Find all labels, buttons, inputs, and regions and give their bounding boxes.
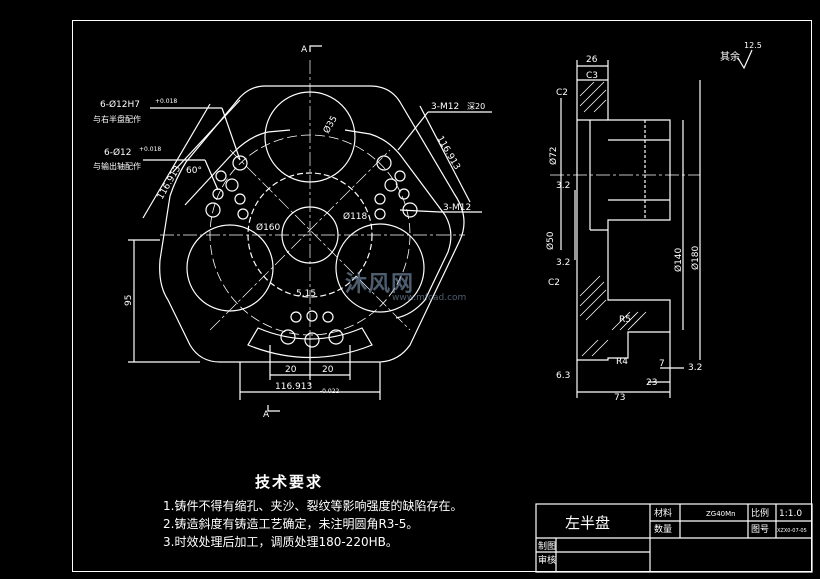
part-name: 左半盘 — [565, 514, 610, 532]
dim-d140: Ø140 — [673, 247, 684, 272]
section-marker-bottom-text: A — [263, 410, 270, 420]
dim-d5-15: 5.15 — [296, 289, 316, 299]
section-marker-top — [309, 45, 322, 52]
checked-label: 审核 — [538, 554, 556, 566]
dim-7: 7 — [659, 359, 665, 369]
rough-63: 6.3 — [556, 371, 570, 381]
side-flange — [576, 79, 671, 361]
dim-tol-bottom: -0.022 — [320, 388, 340, 395]
c2-top: C2 — [556, 88, 568, 98]
rough-32-a: 3.2 — [556, 181, 570, 191]
rough-32-b: 3.2 — [556, 258, 570, 268]
rough-32-c: 3.2 — [688, 363, 702, 373]
side-hatching — [579, 81, 647, 357]
tech-requirements-title: 技术要求 — [255, 473, 324, 491]
small-holes — [205, 155, 418, 348]
bottom-pocket — [247, 327, 373, 359]
thread-spec-1: 3-M12 — [431, 102, 459, 112]
hole-note-1: 与右半盘配作 — [93, 114, 141, 124]
big-hole-left — [186, 224, 274, 312]
dim-20-right: 20 — [322, 365, 334, 375]
dim-d50: Ø50 — [545, 231, 556, 250]
tech-requirement-3: 3.时效处理后加工，调质处理180-220HB。 — [163, 535, 398, 549]
r5-label: R5 — [619, 315, 631, 325]
hole-spec-1: 6-Ø12H7 — [100, 99, 140, 110]
watermark-url: www.mfcad.com — [392, 293, 467, 303]
c3-label: C3 — [586, 71, 598, 81]
dim-73: 73 — [614, 393, 625, 403]
dim-d180: Ø180 — [690, 245, 701, 270]
big-hole-right — [335, 223, 425, 313]
drawn-label: 制图 — [538, 540, 556, 552]
dim-d72: Ø72 — [548, 146, 559, 165]
front-view-inner-pocket — [184, 129, 452, 319]
section-marker-bottom — [267, 405, 280, 412]
tech-requirement-1: 1.铸件不得有缩孔、夹沙、裂纹等影响强度的缺陷存在。 — [163, 499, 463, 513]
dim-d35: Ø35 — [321, 114, 340, 136]
front-view-outline — [159, 85, 465, 363]
material-label: 材料 — [654, 507, 672, 519]
dim-23: 23 — [646, 378, 657, 388]
dim-d118: Ø118 — [343, 211, 368, 222]
dim-26: 26 — [586, 55, 598, 65]
thread-spec-2: 3-M12 — [443, 203, 471, 213]
scale-label: 比例 — [751, 507, 769, 519]
quantity-label: 数量 — [654, 523, 672, 535]
tech-requirement-2: 2.铸造斜度有铸造工艺确定，未注明圆角R3-5。 — [163, 517, 419, 531]
drawing-no-value: XZX0-07-05 — [777, 528, 807, 534]
hole-spec-2-tol: +0.018 — [139, 146, 161, 153]
section-marker-top-text: A — [301, 45, 308, 55]
hole-note-2: 与输出轴配作 — [93, 161, 141, 171]
scale-value: 1:1.0 — [779, 509, 802, 519]
roughness-prefix: 其余 — [720, 50, 740, 63]
angle-label: 60° — [186, 166, 202, 176]
drawing-no-label: 图号 — [751, 524, 769, 535]
dim-95: 95 — [124, 295, 134, 306]
hole-spec-2: 6-Ø12 — [104, 147, 132, 158]
c2-bottom: C2 — [548, 278, 560, 288]
watermark-text: 沐风网 — [345, 272, 415, 297]
r4-label: R4 — [616, 357, 628, 367]
roughness-value: 12.5 — [744, 41, 762, 50]
dim-d160: Ø160 — [256, 222, 281, 233]
hole-spec-1-tol: +0.018 — [155, 98, 177, 105]
thread-spec-1-depth: 深20 — [467, 102, 485, 111]
roughness-symbol — [737, 49, 753, 70]
dim-20-left: 20 — [285, 365, 297, 375]
material-value: ZG40Mn — [706, 510, 736, 518]
drawing-frame — [72, 20, 812, 572]
dim-pcd-bottom: 116.913 — [275, 382, 312, 392]
